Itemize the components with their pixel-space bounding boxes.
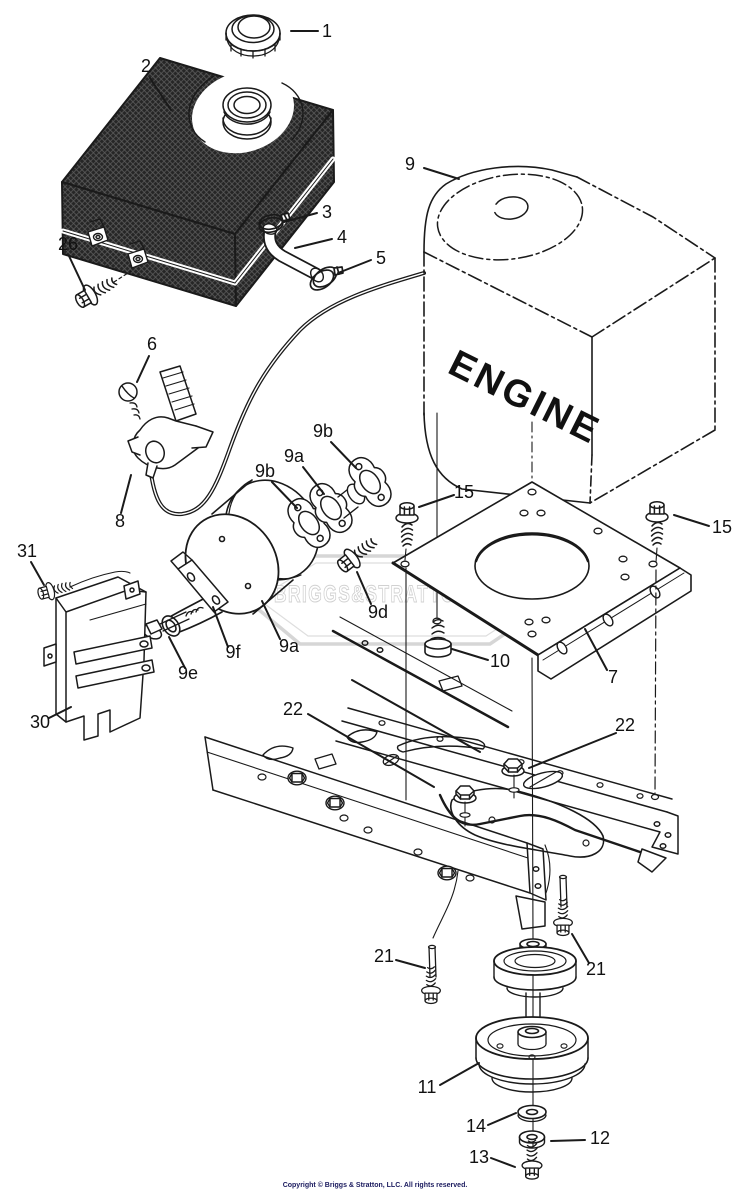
- fuel-tank: [60, 57, 336, 307]
- callout-label-9d: 9d: [368, 602, 388, 622]
- callout-label-15: 15: [454, 482, 474, 502]
- callout-leader-4: [294, 238, 333, 249]
- callout-label-21: 21: [586, 959, 606, 979]
- tank-mount-tabs: [87, 218, 149, 269]
- drive-pulley-11: [475, 1016, 589, 1093]
- callout-label-9b: 9b: [255, 461, 275, 481]
- callout-label-21: 21: [374, 946, 394, 966]
- filler-neck: [222, 87, 272, 140]
- callout-label-14: 14: [466, 1116, 486, 1136]
- bolt-13: [521, 1139, 543, 1180]
- callout-label-3: 3: [322, 202, 332, 222]
- callout-leader-9a: [302, 466, 325, 495]
- callout-label-26: 26: [58, 234, 78, 254]
- callout-label-9f: 9f: [225, 642, 241, 662]
- bolt-21-right: [552, 874, 574, 937]
- callout-leader-14: [487, 1112, 517, 1126]
- fuel-hose-assembly: [258, 212, 344, 291]
- callout-label-10: 10: [490, 651, 510, 671]
- bolt-21-left: [420, 944, 442, 1005]
- callout-label-12: 12: [590, 1128, 610, 1148]
- callout-label-9a: 9a: [279, 636, 300, 656]
- bolt-10: [424, 619, 452, 658]
- callout-leader-10: [451, 648, 489, 661]
- throttle-control: [127, 365, 214, 479]
- callout-leader-2: [149, 77, 172, 111]
- flange-nut-22-left: [453, 785, 477, 827]
- callout-leader-9: [423, 167, 460, 180]
- flange-nut-22-right: [501, 758, 525, 799]
- engine-mounting-plate: [391, 481, 692, 680]
- callout-leader-5: [337, 259, 372, 274]
- callout-label-22: 22: [283, 699, 303, 719]
- screw-6: [118, 382, 141, 420]
- callout-label-9b: 9b: [313, 421, 333, 441]
- callout-leader-9f: [212, 606, 229, 648]
- callout-label-22: 22: [615, 715, 635, 735]
- exhaust-gaskets: [278, 449, 401, 556]
- fuel-cap: [225, 14, 281, 59]
- hose-clamp-3: [258, 212, 291, 234]
- callout-label-13: 13: [469, 1147, 489, 1167]
- callout-leader-6: [136, 355, 150, 383]
- callout-label-8: 8: [115, 511, 125, 531]
- callout-leader-11: [439, 1062, 480, 1086]
- callout-label-9e: 9e: [178, 663, 198, 683]
- muffler-guard: [43, 570, 155, 741]
- callout-leader-15: [418, 494, 455, 508]
- plate-flange-slots: [556, 585, 661, 655]
- callout-leader-3: [283, 212, 318, 223]
- callout-leader-26: [68, 255, 86, 291]
- muffler-bracket-9f: [170, 551, 229, 613]
- washer-12: [518, 1130, 546, 1149]
- callout-leader-13: [490, 1157, 516, 1168]
- callout-leader-7: [584, 628, 608, 671]
- frame: [204, 616, 679, 939]
- callout-leader-12: [550, 1139, 586, 1142]
- callout-leader-21: [395, 959, 426, 969]
- callout-leader-22: [528, 732, 617, 769]
- callout-label-7: 7: [608, 667, 618, 687]
- bolt-15-left: [395, 501, 419, 801]
- callout-leader-31: [30, 561, 45, 586]
- washer-14: [517, 1104, 547, 1123]
- throttle-cable: [148, 271, 426, 517]
- callout-leader-9a: [261, 600, 281, 640]
- callout-leader-15: [673, 514, 710, 527]
- callout-label-30: 30: [30, 712, 50, 732]
- bolt-15-right: [645, 500, 669, 801]
- callout-label-9: 9: [405, 154, 415, 174]
- callout-leader-8: [120, 474, 132, 514]
- callout-label-9a: 9a: [284, 446, 305, 466]
- engine-label: ENGINE: [442, 342, 607, 453]
- bolt-26: [71, 270, 132, 313]
- hose-clamp-5: [309, 266, 344, 291]
- callout-leader-30: [48, 706, 72, 719]
- callout-leader-22: [307, 713, 435, 788]
- callout-label-4: 4: [337, 227, 347, 247]
- callout-leader-21: [571, 933, 590, 964]
- callout-label-1: 1: [322, 21, 332, 41]
- idler-pulley: [493, 938, 577, 998]
- bolt-9e: [141, 606, 204, 640]
- copyright-text: Copyright © Briggs & Stratton, LLC. All …: [283, 1181, 468, 1189]
- callout-leader-9b: [330, 441, 357, 469]
- callout-leader-9d: [356, 571, 372, 605]
- callout-label-6: 6: [147, 334, 157, 354]
- callout-label-2: 2: [141, 56, 151, 76]
- callout-label-5: 5: [376, 248, 386, 268]
- callout-leader-9b: [271, 481, 298, 509]
- spindle-axis-line: [531, 657, 534, 941]
- callout-label-15: 15: [712, 517, 732, 537]
- callout-label-11: 11: [418, 1077, 437, 1097]
- callout-leader-9e: [168, 636, 186, 669]
- callout-label-31: 31: [17, 541, 37, 561]
